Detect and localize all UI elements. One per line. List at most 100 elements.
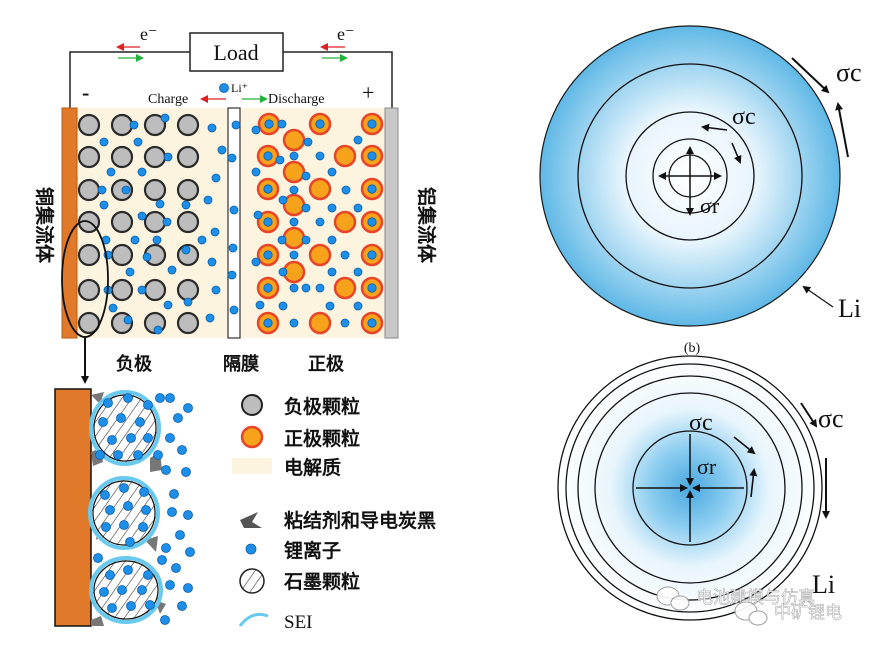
lithium-ion — [126, 601, 136, 611]
graphite-particle-1 — [89, 390, 161, 466]
lithium-ion — [137, 585, 147, 595]
bottom-particle — [557, 355, 823, 621]
lithium-ion — [125, 537, 135, 547]
lithium-ion — [99, 587, 109, 597]
lithium-ion — [278, 267, 288, 277]
load-box — [189, 32, 284, 72]
lithium-ion — [175, 530, 185, 540]
lithium-ion — [116, 413, 126, 423]
lithium-ion — [251, 257, 261, 267]
aluminum-collector — [384, 107, 399, 339]
lithium-ion — [263, 250, 273, 260]
lithium-ion — [277, 119, 287, 129]
lithium-ion — [133, 450, 143, 460]
anode-particle — [110, 278, 134, 302]
lithium-ion — [137, 285, 147, 295]
watermark-line1: 电池建模与仿真 — [696, 588, 815, 608]
lithium-ion — [153, 450, 163, 460]
top-li-pointer-arrow — [802, 285, 834, 308]
lithium-ion — [100, 490, 110, 500]
lithium-ion — [181, 245, 191, 255]
lithium-ion — [138, 522, 148, 532]
anode-particle — [176, 210, 200, 234]
top-sigma-c-outer: σc — [836, 58, 862, 87]
top-li-label: Li — [838, 294, 861, 323]
lithium-ion — [181, 467, 191, 477]
lithium-ion — [163, 152, 173, 162]
lithium-ion — [139, 487, 149, 497]
lithium-ion — [303, 137, 313, 147]
anode-particle — [77, 178, 101, 202]
lithium-ion — [171, 563, 181, 573]
lithium-ion — [207, 123, 217, 133]
top-outer-tangential-arrow-1 — [791, 57, 830, 94]
lithium-ion — [167, 507, 177, 517]
lithium-ion — [367, 217, 377, 227]
anode-particle — [77, 311, 101, 335]
legend-sei-icon — [238, 612, 269, 627]
lithium-ion — [301, 283, 311, 293]
cathode-particle — [308, 311, 332, 335]
lithium-ion — [340, 318, 350, 328]
watermark: 电池建模与仿真 中矿锂电 — [656, 586, 842, 626]
lithium-ion — [121, 185, 131, 195]
lithium-ion — [264, 119, 274, 129]
lithium-ion — [130, 235, 140, 245]
lithium-ion — [227, 153, 237, 163]
anode-label: 负极 — [116, 353, 153, 375]
lithium-ion — [143, 570, 153, 580]
lithium-ion — [353, 203, 363, 213]
lithium-ion — [106, 167, 116, 177]
anode-particles — [77, 113, 200, 335]
lithium-ions — [97, 113, 377, 335]
lithium-ion — [251, 167, 261, 177]
legend-lithium-ion-label: 锂离子 — [284, 539, 341, 562]
legend-lithium-ion-icon — [245, 543, 257, 555]
anode-particle — [110, 113, 134, 137]
lithium-ion — [103, 398, 113, 408]
lithium-ion — [153, 325, 163, 335]
lithium-ion — [228, 243, 238, 253]
lithium-ion — [278, 195, 288, 205]
cathode-particle — [282, 128, 306, 152]
lithium-ion — [105, 505, 115, 515]
lithium-ion — [183, 297, 193, 307]
lithium-ion — [105, 570, 115, 580]
lithium-ion — [263, 283, 273, 293]
anode-particle — [176, 145, 200, 169]
lithium-ion — [152, 235, 162, 245]
anode-particle — [77, 113, 101, 137]
top-sigma-r: σr — [700, 193, 720, 218]
lithium-ion — [251, 125, 261, 135]
lithium-ion — [353, 301, 363, 311]
anode-particle — [110, 145, 134, 169]
lithium-ion — [367, 283, 377, 293]
lithium-ion — [263, 151, 273, 161]
lithium-ion — [205, 313, 215, 323]
wechat-icon-2 — [734, 601, 768, 626]
lithium-ion — [301, 235, 311, 245]
cathode-particle — [333, 144, 357, 168]
anode-particle — [77, 278, 101, 302]
circuit-wire-left — [69, 51, 190, 108]
lithium-ion — [217, 145, 227, 155]
lithium-ion — [231, 120, 241, 130]
cathode-label: 正极 — [308, 354, 345, 375]
lithium-ion — [289, 151, 299, 161]
lithium-ion — [161, 465, 171, 475]
lithium-ion — [123, 315, 133, 325]
lithium-ion — [327, 167, 337, 177]
lithium-ion — [113, 450, 123, 460]
copper-collector — [61, 107, 78, 339]
lithium-ion — [289, 217, 299, 227]
anode-particle — [176, 278, 200, 302]
lithium-ion — [137, 167, 147, 177]
wechat-icon — [656, 586, 690, 611]
lithium-ion — [367, 250, 377, 260]
lithium-ion — [227, 270, 237, 280]
lithium-ion — [108, 303, 118, 313]
lithium-ion — [177, 445, 187, 455]
lithium-ion — [211, 173, 221, 183]
lithium-ion — [167, 265, 177, 275]
